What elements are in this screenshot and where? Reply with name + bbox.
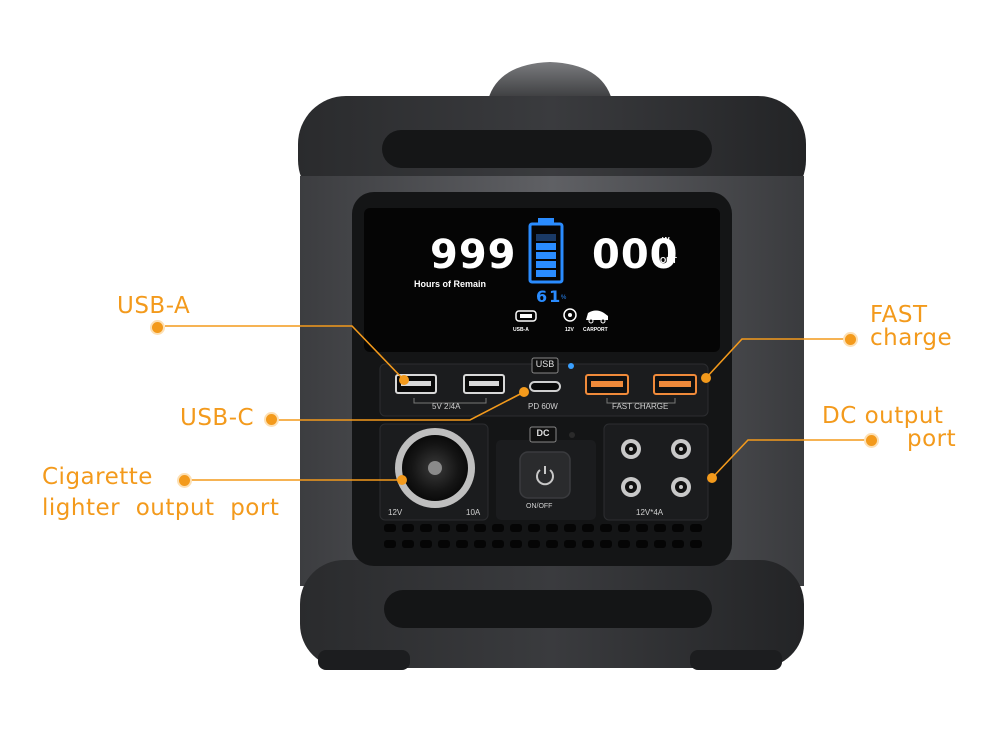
usb-badge: USB xyxy=(535,359,555,369)
dc-indicator-led xyxy=(569,432,575,438)
out-label: OUT xyxy=(660,256,677,265)
hours-value: 999 xyxy=(430,232,517,278)
cig-current: 10A xyxy=(466,508,481,517)
battery-bar xyxy=(536,243,556,250)
hours-label: Hours of Remain xyxy=(414,279,487,289)
leader-usb-a xyxy=(165,325,405,381)
fast-charge-label: FAST CHARGE xyxy=(612,402,669,411)
callout-dot-usb-a xyxy=(150,320,165,335)
callout-fast-line1: FAST xyxy=(870,302,928,328)
usb-c-port xyxy=(529,381,561,392)
top-grip xyxy=(382,130,712,168)
car-icon xyxy=(586,310,608,324)
cig-voltage: 12V xyxy=(388,508,403,517)
lcd-screen xyxy=(364,208,720,352)
percent-sign: % xyxy=(561,295,567,301)
usb-a-spec: 5V 2.4A xyxy=(432,402,461,411)
callout-dot-cigarette xyxy=(177,473,192,488)
usb-icon xyxy=(515,310,537,322)
power-icon xyxy=(536,466,554,486)
bottom-grip xyxy=(384,590,712,628)
icon-12v-label: 12V xyxy=(565,327,574,333)
callout-cigarette-line2: lighter output port xyxy=(42,495,280,521)
battery-bar xyxy=(536,261,556,268)
foot-right xyxy=(690,650,782,670)
dc-port-icon xyxy=(563,308,577,322)
callout-fast-line2: charge xyxy=(870,325,953,351)
callout-dot-usb-c xyxy=(264,412,279,427)
icon-carport-label: CARPORT xyxy=(583,327,608,333)
leader-usb-c xyxy=(272,391,525,421)
vent-slots xyxy=(384,524,702,548)
callout-end-dots xyxy=(397,373,717,485)
leader-dc xyxy=(711,439,870,479)
dc-badge: DC xyxy=(536,428,550,438)
power-label: ON/OFF xyxy=(526,503,553,510)
battery-bar xyxy=(536,252,556,259)
callout-dc-line2: port xyxy=(907,426,957,452)
battery-bar xyxy=(536,234,556,241)
watt-value: 000 xyxy=(592,232,679,278)
usb-indicator-led xyxy=(568,363,574,369)
power-button xyxy=(519,451,571,499)
dc-panel xyxy=(603,423,709,521)
foot-left xyxy=(318,650,410,670)
callout-usb-c: USB-C xyxy=(180,405,255,431)
callout-dc-line1: DC output xyxy=(822,403,944,429)
percent-value: 61 xyxy=(536,287,563,306)
usb-c-spec: PD 60W xyxy=(528,402,558,411)
watt-unit: W xyxy=(662,236,670,245)
dc-spec: 12V*4A xyxy=(636,508,664,517)
battery-bar xyxy=(536,270,556,277)
callout-leaders xyxy=(165,325,870,481)
dc-badge-box xyxy=(529,426,557,443)
callout-dot-dc xyxy=(864,433,879,448)
carry-handle xyxy=(488,62,612,100)
icon-usb-label: USB-A xyxy=(513,327,529,333)
callout-dot-fast xyxy=(843,332,858,347)
battery-icon xyxy=(528,218,564,284)
dc-ports xyxy=(621,439,691,497)
callout-cigarette-line1: Cigarette xyxy=(42,464,153,490)
usb-badge-box xyxy=(531,357,559,374)
callout-usb-a: USB-A xyxy=(117,293,191,319)
leader-fast xyxy=(705,338,850,379)
